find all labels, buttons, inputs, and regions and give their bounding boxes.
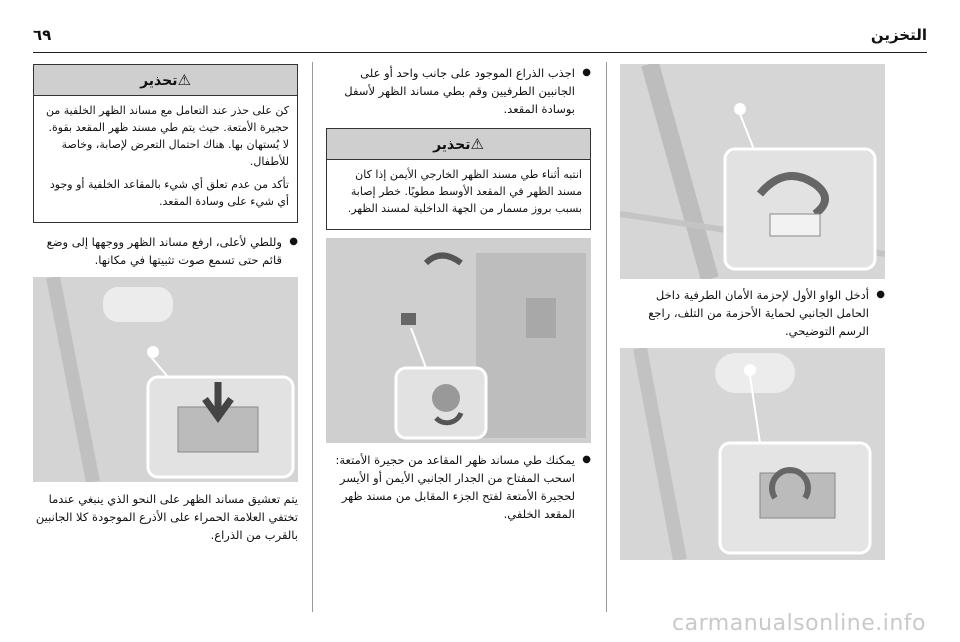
warning-title: تحذير xyxy=(140,73,178,89)
warning-triangle-icon: ⚠ xyxy=(470,135,484,153)
page-number: ٦٩ xyxy=(33,26,52,44)
instruction-bullet: وللطي لأعلى، ارفع مساند الظهر ووجهها إلى… xyxy=(33,233,298,269)
column-left: ⚠تحذير كن على حذر عند التعامل مع مساند ا… xyxy=(33,64,298,544)
instruction-bullet: أدخل الواو الأول لإحزمة الأمان الطرفية د… xyxy=(620,286,885,340)
column-right: أدخل الواو الأول لإحزمة الأمان الطرفية د… xyxy=(620,64,885,560)
header-rule xyxy=(33,52,927,53)
warning-box: ⚠تحذير كن على حذر عند التعامل مع مساند ا… xyxy=(33,64,298,223)
warning-box: ⚠تحذير انتبه أثناء طي مسند الظهر الخارجي… xyxy=(326,128,591,230)
figure-cargo-release-lever xyxy=(326,238,591,443)
warning-text: تأكد من عدم تعلق أي شيء بالمقاعد الخلفية… xyxy=(49,178,289,208)
section-title: التخزين xyxy=(870,26,927,44)
column-divider xyxy=(312,62,313,612)
warning-text: انتبه أثناء طي مسند الظهر الخارجي الأيمن… xyxy=(347,168,582,215)
figure-backrest-latch xyxy=(33,277,298,482)
page-header: ٦٩ التخزين xyxy=(33,22,927,52)
instruction-bullet: اجذب الذراع الموجود على جانب واحد أو على… xyxy=(326,64,591,118)
watermark: carmanualsonline.info xyxy=(672,611,926,636)
figure-seat-belt-holder xyxy=(620,64,885,279)
warning-title: تحذير xyxy=(433,137,471,153)
note-text: يتم تعشيق مساند الظهر على النحو الذي ينب… xyxy=(35,492,298,542)
warning-triangle-icon: ⚠ xyxy=(177,71,191,89)
column-divider xyxy=(606,62,607,612)
instruction-bullet: يمكنك طي مساند ظهر المقاعد من حجيرة الأم… xyxy=(326,451,591,523)
column-middle: اجذب الذراع الموجود على جانب واحد أو على… xyxy=(326,64,591,523)
figure-seat-belt-guide xyxy=(620,348,885,560)
warning-header: ⚠تحذير xyxy=(327,129,590,160)
warning-header: ⚠تحذير xyxy=(34,65,297,96)
warning-text: كن على حذر عند التعامل مع مساند الظهر ال… xyxy=(45,104,289,168)
